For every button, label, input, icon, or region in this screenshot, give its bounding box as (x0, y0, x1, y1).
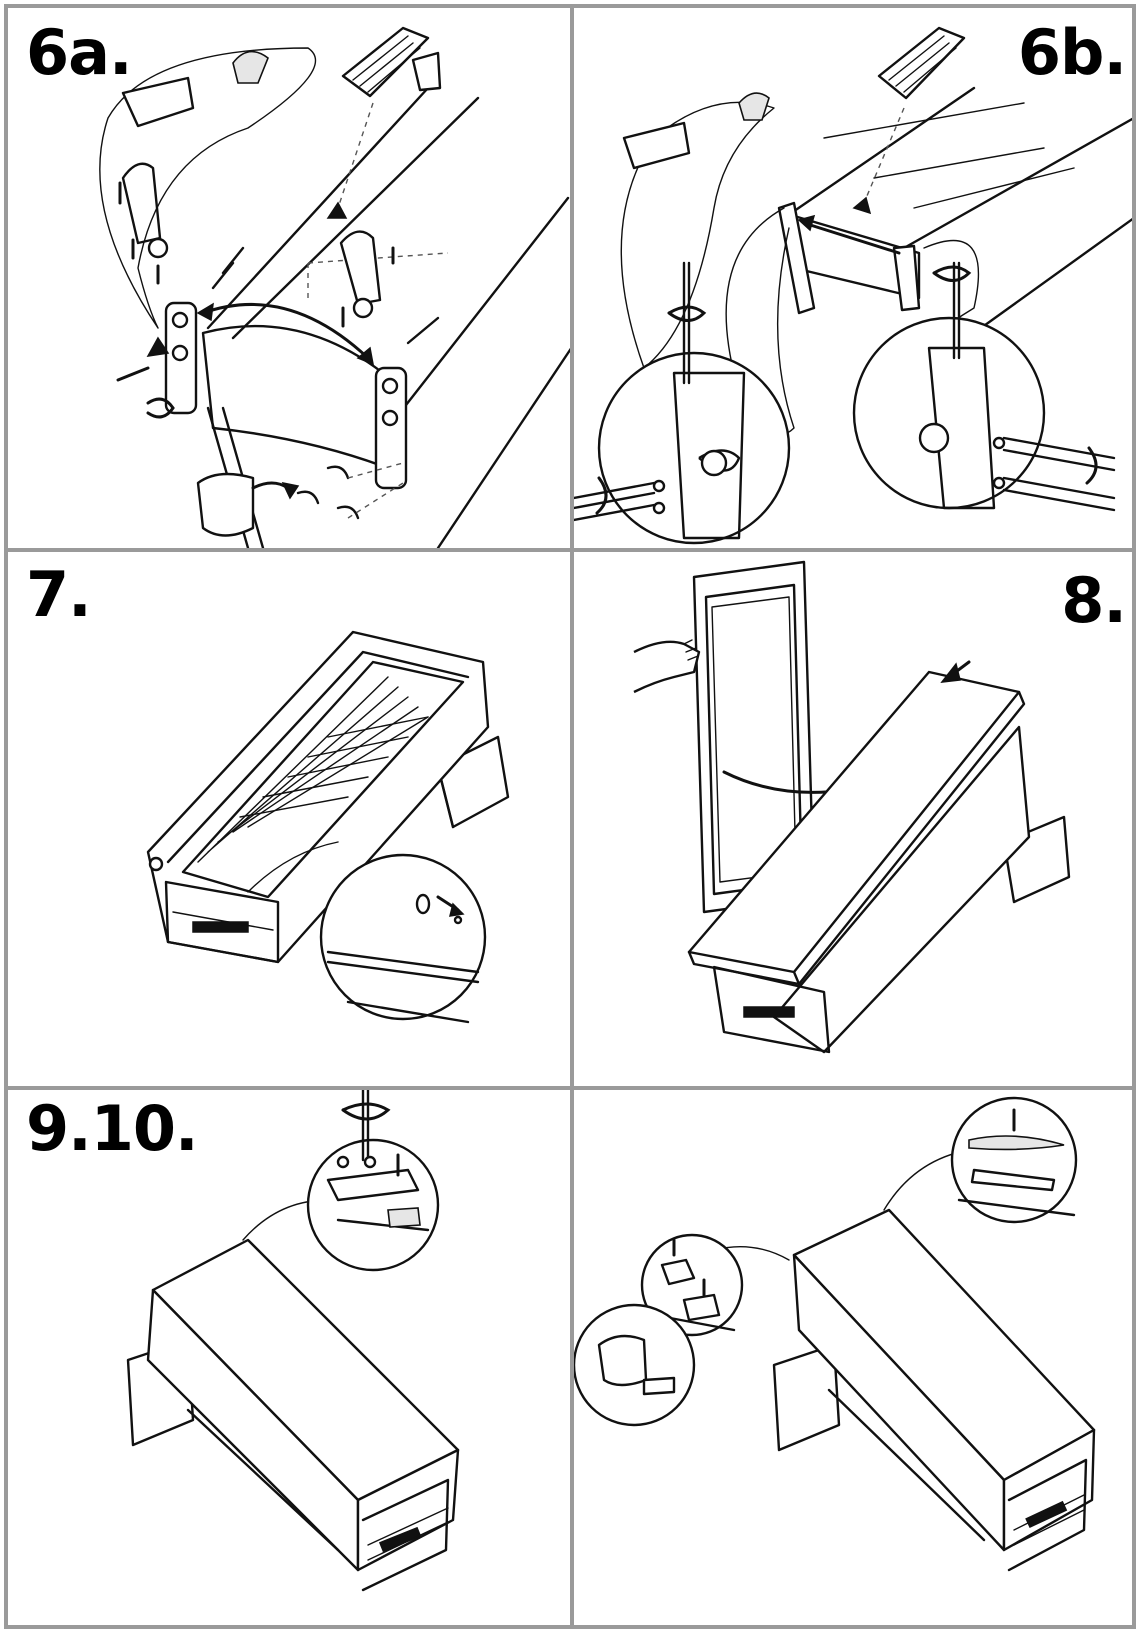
screw-icon (336, 1155, 350, 1169)
panel-step-8: 8. (570, 548, 1136, 1090)
rotation-arrow-icon (932, 265, 972, 282)
finishing-illustration (574, 1096, 1096, 1572)
panel-step-9-10: 9.10. (4, 1086, 574, 1629)
bag-icon (196, 472, 255, 537)
bag-icon (597, 1334, 648, 1387)
hinge-install-illustration (574, 26, 1132, 545)
detail-circle-top (950, 1096, 1078, 1224)
rotation-arrow-icon (146, 397, 175, 419)
freezer-lying-illustration (146, 630, 510, 1024)
detail-circle (319, 853, 487, 1021)
step-label: 7. (26, 558, 92, 631)
step-label: 8. (1061, 564, 1127, 637)
step-label: 6a. (26, 16, 133, 89)
hinge-plate-icon (326, 1168, 420, 1202)
handle-icon (192, 921, 249, 933)
panel-step-final (570, 1086, 1136, 1629)
support-block-icon (772, 1343, 841, 1452)
screw-icon (992, 436, 1006, 450)
freezer-icon (772, 725, 1031, 1054)
right-hinge-icon (892, 244, 921, 312)
cover-strip-icon (968, 1135, 1065, 1151)
panel-step-6b: 6b. (570, 4, 1136, 552)
panel-step-6a: 6a. (4, 4, 574, 552)
control-unit-icon (341, 26, 430, 98)
rotation-arrow-icon (667, 305, 707, 322)
step-label: 6b. (1017, 16, 1127, 89)
screw-icon (211, 246, 245, 290)
hinge-cover-icon (121, 162, 162, 245)
control-unit-icon (877, 26, 966, 100)
thermostat-switch-icon (622, 121, 691, 170)
hand-icon (633, 640, 701, 694)
closed-freezer-illustration (126, 1090, 460, 1592)
screw-icon (652, 479, 666, 493)
panel-step-7: 7. (4, 548, 574, 1090)
bushing-icon (147, 237, 169, 259)
thermostat-switch-icon (121, 76, 195, 128)
left-detail-circle (597, 351, 791, 545)
swap-arrow-icon (201, 302, 370, 360)
right-hinge-icon (374, 366, 408, 490)
hinge-icon (148, 856, 164, 872)
plug-icon (415, 893, 431, 915)
hinge-removal-illustration (99, 26, 570, 548)
door-mount-illustration (633, 560, 1071, 1054)
bolt-icon (918, 422, 950, 454)
step-label: 9.10. (26, 1092, 199, 1165)
rotation-arrow-icon (341, 1102, 391, 1121)
adhesive-pad-icon (660, 1258, 696, 1286)
